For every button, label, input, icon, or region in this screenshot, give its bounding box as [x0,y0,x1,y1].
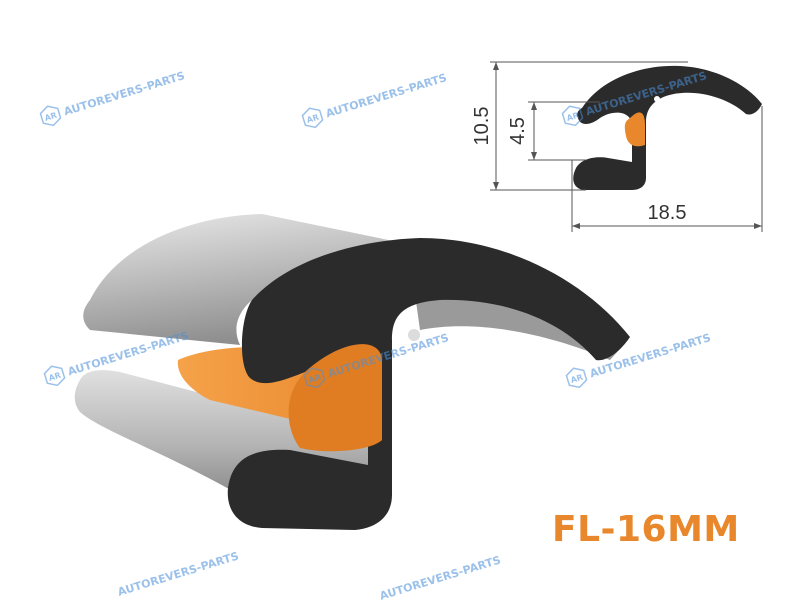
profile-hole [408,329,420,341]
extrusion-upper-surface [83,214,408,345]
drawing-hole [654,96,660,102]
seal-3d-view [74,214,630,530]
svg-text:AR: AR [48,371,62,383]
svg-text:AR: AR [306,113,320,125]
dimension-width-label: 18.5 [648,202,687,224]
ar-logo-icon: AR [561,105,584,127]
svg-text:AR: AR [566,111,580,123]
technical-drawing: 10.5 4.5 18.5 [471,61,763,232]
watermark: AR AUTOREVERS-PARTS [41,324,192,389]
svg-text:AR: AR [308,373,322,385]
svg-text:AR: AR [44,111,58,123]
dimension-inner-height-label: 4.5 [507,117,529,145]
ar-logo-icon: AR [301,107,324,129]
watermark: AR AUTOREVERS-PARTS [299,66,450,131]
ar-logo-icon: AR [303,367,326,389]
seal-front-profile [227,238,630,530]
ar-logo-icon: AR [565,367,588,389]
ar-logo-icon: AR [43,365,66,387]
watermark: AR AUTOREVERS-PARTS [301,326,452,391]
drawing-orange-insert [624,112,645,147]
dimension-lines [490,61,763,232]
dimension-arrows [493,62,762,229]
watermark: AR AUTOREVERS-PARTS [563,326,714,391]
product-code: FL-16MM [552,509,740,550]
svg-text:AR: AR [570,373,584,385]
watermark: AR AUTOREVERS-PARTS [37,64,188,129]
drawing-profile [573,65,762,190]
ar-logo-icon: AR [39,105,62,127]
front-orange-insert [288,344,382,452]
dimension-height-label: 10.5 [471,107,493,146]
watermark: AR AUTOREVERS-PARTS [559,64,710,129]
